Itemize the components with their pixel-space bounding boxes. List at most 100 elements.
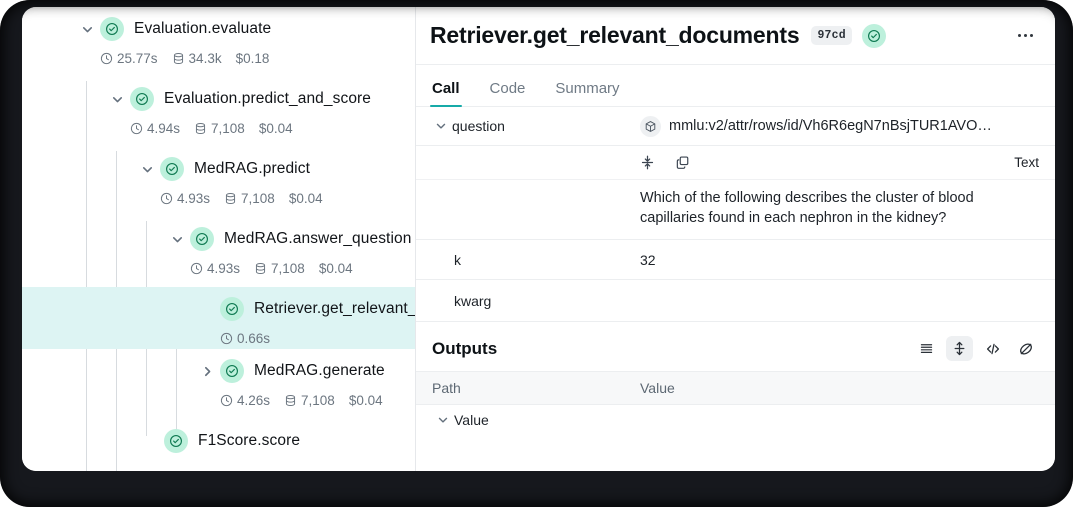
detail-header: Retriever.get_relevant_documents 97cd (416, 7, 1055, 65)
outputs-title: Outputs (432, 338, 498, 358)
tree-node-header[interactable]: Evaluation.evaluate (74, 7, 415, 45)
column-header-path: Path (432, 380, 461, 396)
input-value-text: 32 (640, 251, 656, 268)
tree-node-label: MedRAG.generate (254, 362, 385, 379)
tree-node[interactable]: F1Score.score (22, 419, 415, 471)
tokens-metric: 7,108 (224, 191, 275, 206)
database-icon (285, 394, 296, 406)
clock-icon (190, 262, 203, 274)
tree-node-label: Evaluation.predict_and_score (164, 90, 372, 107)
tree-node-header[interactable]: F1Score.score (164, 419, 415, 457)
tree-node-label: F1Score.score (198, 432, 301, 449)
database-icon (195, 122, 206, 134)
status-success-icon (130, 87, 154, 111)
input-row-k[interactable]: k 32 (416, 240, 1055, 280)
detail-pane: Retriever.get_relevant_documents 97cd Ca… (416, 7, 1055, 471)
tokens-metric: 7,108 (284, 393, 335, 408)
input-value[interactable]: mmlu:v2/attr/rows/id/Vh6R6egN7nBsjTUR1AV… (640, 115, 1039, 137)
tree-node-metrics: 0.66s (220, 325, 415, 351)
outputs-row-path: Value (454, 412, 489, 428)
copy-icon[interactable] (675, 155, 690, 170)
collapse-vertical-icon[interactable] (640, 155, 655, 170)
chevron-down-icon[interactable] (74, 16, 100, 42)
tree-node[interactable]: MedRAG.generate 4.26s 7,108 $0.04 (22, 349, 415, 419)
page-title: Retriever.get_relevant_documents (430, 22, 800, 48)
duration-metric: 4.94s (130, 121, 180, 136)
tree-node-metrics: 4.94s 7,108 $0.04 (104, 115, 415, 141)
tree-node-header[interactable]: MedRAG.generate (194, 349, 415, 387)
database-icon (225, 192, 236, 204)
hash-badge: 97cd (811, 26, 852, 45)
text-format-label: Text (1014, 155, 1039, 170)
outputs-table-header: Path Value (416, 371, 1055, 405)
input-key: question (432, 113, 640, 139)
tokens-metric: 7,108 (194, 121, 245, 136)
tree-node-header[interactable]: Retriever.get_relevant_d (220, 287, 415, 325)
tree-node-metrics: 4.26s 7,108 $0.04 (194, 387, 415, 413)
chevron-down-icon[interactable] (134, 156, 160, 182)
code-view-icon[interactable] (979, 336, 1006, 361)
tree-node[interactable]: MedRAG.answer_question 4.93s 7,108 $0.04 (22, 217, 415, 287)
outputs-header: Outputs (416, 322, 1055, 371)
status-success-icon (861, 23, 886, 48)
database-icon (173, 52, 183, 64)
tree-node[interactable]: MedRAG.predict 4.93s 7,108 $0.04 (22, 147, 415, 217)
tree-node-metrics: 4.93s 7,108 $0.04 (164, 255, 415, 281)
cube-icon (640, 115, 661, 137)
cost-metric: $0.18 (235, 50, 270, 66)
detail-tabs[interactable]: Call Code Summary (416, 65, 1055, 107)
status-success-icon (164, 429, 188, 453)
status-success-icon (220, 297, 244, 321)
hide-icon[interactable] (1012, 336, 1039, 361)
tree-node-selected[interactable]: Retriever.get_relevant_d 0.66s (22, 287, 415, 349)
input-key-label: question (452, 118, 505, 134)
duration-metric: 25.77s (100, 51, 158, 66)
trace-tree-pane[interactable]: Evaluation.evaluate 25.77s 34.3k $0.18 (22, 7, 416, 471)
cost-metric: $0.04 (288, 190, 323, 206)
list-view-icon[interactable] (913, 336, 940, 361)
tab-call[interactable]: Call (430, 80, 462, 107)
duration-metric: 4.93s (160, 191, 210, 206)
tree-node-header[interactable]: MedRAG.predict (134, 147, 415, 185)
question-text-body: Which of the following describes the clu… (416, 180, 1055, 240)
text-panel-toolbar[interactable]: Text (416, 146, 1055, 180)
cost-metric: $0.04 (348, 392, 383, 408)
input-row-question[interactable]: question mmlu:v2/attr/rows/id/Vh6R6egN7n… (416, 107, 1055, 146)
tree-node[interactable]: Evaluation.predict_and_score 4.94s 7,108… (22, 77, 415, 147)
duration-metric: 4.26s (220, 393, 270, 408)
chevron-down-icon[interactable] (430, 113, 452, 139)
tree-node-header[interactable]: Evaluation.predict_and_score (104, 77, 415, 115)
tab-summary[interactable]: Summary (555, 80, 620, 97)
tokens-metric: 7,108 (254, 261, 305, 276)
status-success-icon (160, 157, 184, 181)
tree-node-label: MedRAG.predict (194, 160, 310, 177)
status-success-icon (190, 227, 214, 251)
outputs-table-row[interactable]: Value (416, 405, 1055, 435)
cost-metric: $0.04 (318, 260, 353, 276)
app-window: Evaluation.evaluate 25.77s 34.3k $0.18 (22, 7, 1055, 471)
input-row-kwarg[interactable]: kwarg (416, 280, 1055, 322)
tree-node-metrics: 4.93s 7,108 $0.04 (134, 185, 415, 211)
chevron-down-icon[interactable] (432, 407, 454, 433)
tree-node[interactable]: Evaluation.evaluate 25.77s 34.3k $0.18 (22, 7, 415, 77)
tree-node-label: Evaluation.evaluate (134, 20, 272, 37)
outputs-view-toolbar[interactable] (913, 336, 1039, 361)
clock-icon (220, 394, 233, 406)
tab-code[interactable]: Code (489, 80, 526, 97)
clock-icon (220, 332, 233, 344)
input-key: kwarg (432, 293, 640, 309)
status-success-icon (220, 359, 244, 383)
duration-metric: 0.66s (220, 331, 270, 346)
tree-node-header[interactable]: MedRAG.answer_question (164, 217, 415, 255)
kebab-menu-icon[interactable] (1014, 28, 1038, 44)
input-value: 32 (640, 252, 1039, 268)
chevron-down-icon[interactable] (104, 86, 130, 112)
clock-icon (130, 122, 143, 134)
expand-rows-icon[interactable] (946, 336, 973, 361)
tree-node-label: Retriever.get_relevant_d (254, 300, 416, 317)
chevron-right-icon[interactable] (194, 358, 220, 384)
clock-icon (160, 192, 173, 204)
chevron-down-icon[interactable] (164, 226, 190, 252)
input-key-label: kwarg (454, 292, 492, 309)
